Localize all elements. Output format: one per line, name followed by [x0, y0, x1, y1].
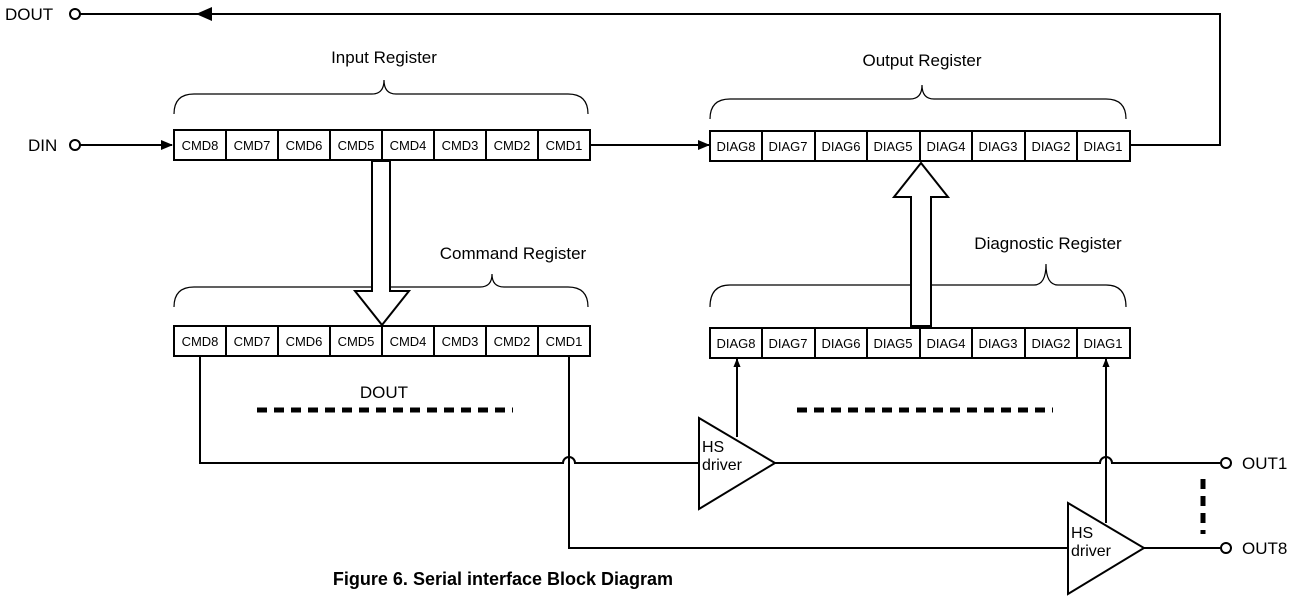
hs-driver-1-label: HS: [702, 439, 724, 456]
output-register-label: Output Register: [862, 51, 981, 70]
output-register-cell: DIAG3: [978, 139, 1017, 154]
figure-caption: Figure 6. Serial interface Block Diagram: [333, 569, 673, 589]
cmd1-to-driver8-line: [568, 356, 1068, 549]
command-register-brace: [173, 273, 589, 308]
din-pin-label: DIN: [28, 136, 57, 155]
command-register-cell: CMD3: [442, 334, 479, 349]
output-register-cell: DIAG4: [926, 139, 965, 154]
command-register-cell: CMD2: [494, 334, 531, 349]
driver1-output-line: [775, 456, 1220, 464]
input-register-brace: [173, 79, 589, 115]
out8-pin-icon: [1220, 542, 1232, 554]
input-register-cell: CMD7: [234, 138, 271, 153]
din-pin-icon: [69, 139, 81, 151]
output-register-cell: DIAG5: [873, 139, 912, 154]
dout-pin-label: DOUT: [5, 5, 53, 24]
output-register-row: DIAG8 DIAG7 DIAG6 DIAG5 DIAG4 DIAG3 DIAG…: [709, 130, 1131, 162]
input-register-cell: CMD3: [442, 138, 479, 153]
command-register-cell: CMD7: [234, 334, 271, 349]
command-register-cell: CMD6: [286, 334, 323, 349]
din-input-line: [69, 139, 173, 151]
command-register-cell: CMD8: [182, 334, 219, 349]
diagnostic-register-cell: DIAG1: [1083, 336, 1122, 351]
input-register-cell: CMD4: [390, 138, 427, 153]
out8-pin-label: OUT8: [1242, 539, 1287, 558]
hs-driver-1: HS driver: [698, 416, 777, 511]
diagnostic-register-label: Diagnostic Register: [974, 234, 1122, 253]
input-register-cell: CMD5: [338, 138, 375, 153]
diagnostic-register-cell: DIAG3: [978, 336, 1017, 351]
output-register-cell: DIAG6: [821, 139, 860, 154]
output-register-cell: DIAG1: [1083, 139, 1122, 154]
hs-driver-8: HS driver: [1067, 501, 1146, 596]
input-register-cell: CMD6: [286, 138, 323, 153]
input-to-command-block-arrow: [352, 160, 412, 327]
command-register-label: Command Register: [440, 244, 587, 263]
diagnostic-register-cell: DIAG4: [926, 336, 965, 351]
input-register-cell: CMD2: [494, 138, 531, 153]
dout-feedback-line: [69, 7, 1221, 146]
diagnostic-register-cell: DIAG6: [821, 336, 860, 351]
input-register-row: CMD8 CMD7 CMD6 CMD5 CMD4 CMD3 CMD2 CMD1: [173, 129, 591, 161]
command-register-row: CMD8 CMD7 CMD6 CMD5 CMD4 CMD3 CMD2 CMD1: [173, 325, 591, 357]
dout-pin-icon: [69, 8, 81, 20]
hs-driver-8-label-2: driver: [1071, 543, 1112, 560]
input-register-label: Input Register: [331, 48, 437, 67]
input-register-cell: CMD8: [182, 138, 219, 153]
command-register-cell: CMD4: [390, 334, 427, 349]
command-register-cell: CMD1: [546, 334, 583, 349]
diagnostic-register-cell: DIAG5: [873, 336, 912, 351]
diagnostic-register-brace: [709, 263, 1127, 308]
hs-driver-8-label: HS: [1071, 525, 1093, 542]
out1-pin-icon: [1220, 457, 1232, 469]
output-register-cell: DIAG2: [1031, 139, 1070, 154]
diagnostic-register-cell: DIAG8: [716, 336, 755, 351]
diagnostic-to-output-block-arrow: [891, 161, 951, 327]
left-arrow-icon: [196, 7, 212, 21]
diagnostic-register-row: DIAG8 DIAG7 DIAG6 DIAG5 DIAG4 DIAG3 DIAG…: [709, 327, 1131, 359]
out1-pin-label: OUT1: [1242, 454, 1287, 473]
output-register-cell: DIAG8: [716, 139, 755, 154]
output-register-brace: [709, 84, 1127, 120]
output-register-cell: DIAG7: [768, 139, 807, 154]
hs-driver-1-label-2: driver: [702, 457, 743, 474]
input-register-cell: CMD1: [546, 138, 583, 153]
diagnostic-register-cell: DIAG2: [1031, 336, 1070, 351]
command-register-cell: CMD5: [338, 334, 375, 349]
diagnostic-register-cell: DIAG7: [768, 336, 807, 351]
dout-mid-label: DOUT: [360, 383, 408, 402]
